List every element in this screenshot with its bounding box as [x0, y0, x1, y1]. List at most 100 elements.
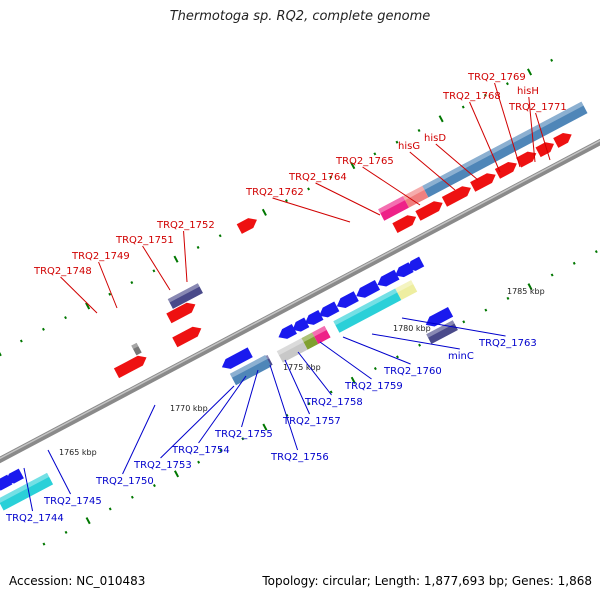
- tick-mark: [219, 448, 223, 452]
- forward-gene: [166, 302, 196, 324]
- tick-mark: [505, 82, 509, 86]
- gene-leader-line: [98, 261, 118, 309]
- tick-mark: [550, 58, 554, 62]
- tick-mark: [373, 152, 377, 156]
- gene-leader-line: [241, 369, 259, 428]
- slate-gene: [167, 283, 203, 309]
- gene-leader-line: [362, 166, 421, 206]
- tick-mark: [85, 302, 91, 310]
- gene-label: TRQ2_1769: [467, 72, 526, 83]
- feature-cyan: [0, 472, 54, 511]
- gene-leader-line: [198, 375, 247, 444]
- feature-yellow-shape: [395, 280, 418, 300]
- gene-leader-line: [494, 82, 521, 168]
- forward-gene-small-shine: [131, 342, 139, 350]
- forward-gene-shape: [553, 132, 572, 148]
- feature-pink-shine: [378, 196, 406, 214]
- gene-label: TRQ2_1755: [214, 429, 273, 440]
- gene-leader-line: [435, 143, 479, 181]
- tick-mark: [307, 402, 311, 406]
- tick-mark: [350, 376, 356, 384]
- reverse-gene-shape: [221, 347, 253, 369]
- forward-gene: [172, 326, 202, 348]
- gene-leader-line: [284, 359, 311, 415]
- feature-steelblue: [422, 101, 588, 198]
- gene-label: hisG: [398, 141, 420, 152]
- tick-mark: [396, 355, 399, 359]
- tick-mark: [550, 273, 554, 277]
- reverse-gene: [425, 306, 454, 327]
- tick-mark: [527, 283, 533, 291]
- backbone-highlight: [0, 139, 600, 460]
- gene-label: TRQ2_1744: [5, 513, 64, 524]
- genome-backbone: [0, 138, 600, 464]
- gene-leader-line: [319, 341, 372, 380]
- feature-yellow: [395, 280, 418, 300]
- forward-gene: [516, 151, 537, 168]
- reverse-gene-shape: [304, 309, 324, 325]
- forward-gene-small: [131, 342, 142, 356]
- tick-mark: [262, 423, 268, 431]
- feature-steelblue-shine: [422, 101, 584, 190]
- feature-steelblue: [229, 355, 272, 386]
- tick-mark: [108, 292, 112, 296]
- gene-leader-line: [469, 101, 501, 173]
- gene-label: TRQ2_1752: [156, 220, 215, 231]
- feature-cyan-shape: [0, 472, 54, 511]
- tick-mark: [218, 234, 222, 238]
- tick-mark: [285, 413, 289, 417]
- tick-mark: [196, 245, 200, 249]
- feature-cyan-shape: [333, 288, 402, 333]
- tick-mark: [527, 68, 533, 76]
- tick-mark: [417, 128, 421, 133]
- tick-mark: [130, 281, 134, 285]
- gene-leader-line: [401, 317, 506, 337]
- forward-gene-shape: [113, 355, 147, 379]
- gene-leader-line: [269, 364, 299, 451]
- gene-leader-line: [315, 182, 381, 216]
- reverse-gene-shape: [5, 468, 24, 484]
- map-title: Thermotoga sp. RQ2, complete genome: [169, 9, 431, 24]
- kbp-label: 1775 kbp: [283, 363, 321, 372]
- gene-label: hisH: [517, 86, 539, 97]
- kbp-label: 1785 kbp: [507, 287, 545, 296]
- reverse-gene: [356, 280, 381, 298]
- forward-gene-shape: [392, 215, 417, 233]
- reverse-gene-shape: [336, 291, 359, 308]
- reverse-gene: [304, 309, 324, 325]
- gene-labels: TRQ2_1748TRQ2_1749TRQ2_1751TRQ2_1752TRQ2…: [5, 72, 567, 524]
- gene-label: TRQ2_1768: [442, 91, 501, 102]
- forward-gene-shape: [166, 302, 196, 324]
- forward-gene-shape: [470, 173, 496, 192]
- tick-mark: [285, 199, 288, 203]
- feature-salmon-shape: [402, 185, 429, 208]
- gene-label: TRQ2_1763: [478, 338, 537, 349]
- tick-mark: [484, 308, 488, 312]
- forward-gene: [494, 161, 517, 179]
- feature-steelblue-shape: [229, 355, 272, 386]
- tick-mark: [350, 162, 356, 170]
- feature-steelblue-shine: [229, 355, 268, 378]
- tick-mark: [329, 175, 333, 179]
- gene-label: TRQ2_1754: [171, 445, 230, 456]
- feature-salmon: [402, 185, 429, 208]
- forward-gene-shape: [441, 186, 471, 207]
- gene-leader-line: [47, 449, 71, 495]
- gene-label: TRQ2_1745: [43, 496, 102, 507]
- forward-gene-small-shape: [131, 342, 142, 356]
- tick-mark: [241, 437, 245, 441]
- reverse-gene-shape: [292, 317, 310, 332]
- tick-mark: [438, 115, 444, 123]
- tick-mark: [64, 530, 68, 534]
- gene-label: TRQ2_1751: [115, 235, 174, 246]
- gene-label: TRQ2_1757: [282, 416, 341, 427]
- gene-leader-line: [297, 351, 332, 396]
- kbp-label: 1765 kbp: [59, 448, 97, 457]
- forward-gene-shape: [494, 161, 517, 179]
- forward-gene: [535, 142, 555, 158]
- tick-mark: [173, 255, 179, 263]
- feature-grey-shine: [276, 338, 304, 356]
- slate-gene-shape: [167, 283, 203, 309]
- scale-ticks: [0, 58, 598, 546]
- gene-leader-line: [142, 245, 171, 291]
